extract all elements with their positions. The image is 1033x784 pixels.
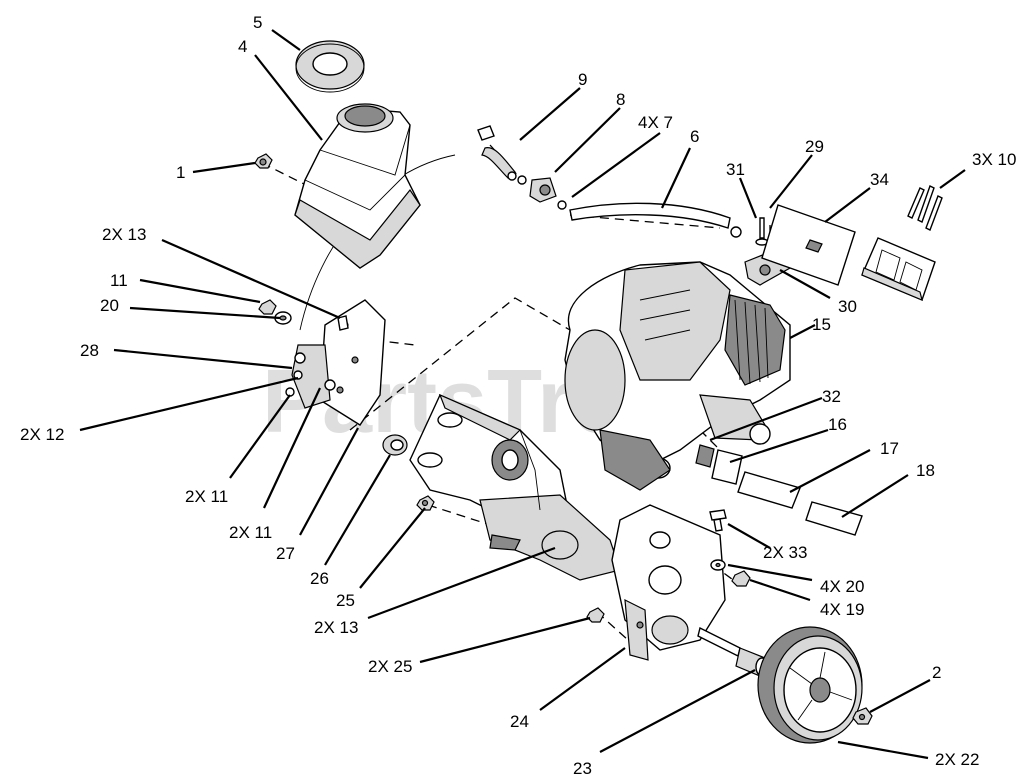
part-nut-1 xyxy=(254,153,273,169)
callout-2x22: 2X 22 xyxy=(935,750,979,769)
callout-2x11-right: 2X 11 xyxy=(229,523,272,542)
callout-2x13-upper: 2X 13 xyxy=(102,225,146,244)
part-air-cleaner-block xyxy=(861,237,936,302)
callout-30: 30 xyxy=(838,297,857,316)
part-nut-25 xyxy=(416,495,435,511)
callout-26: 26 xyxy=(310,569,329,588)
callout-2x11-left: 2X 11 xyxy=(185,487,228,506)
part-fuel-line-assembly xyxy=(477,125,742,238)
leader-lines xyxy=(79,29,966,760)
callout-16: 16 xyxy=(828,415,847,434)
callout-23: 23 xyxy=(573,759,592,778)
callout-25: 25 xyxy=(336,591,355,610)
callout-32: 32 xyxy=(822,387,841,406)
callout-2: 2 xyxy=(932,663,941,682)
part-decals xyxy=(695,444,863,536)
callout-3x10: 3X 10 xyxy=(972,150,1016,169)
callout-4: 4 xyxy=(238,37,247,56)
callout-17: 17 xyxy=(880,439,899,458)
callout-15: 15 xyxy=(812,315,831,334)
part-wheel xyxy=(757,626,863,744)
callout-5: 5 xyxy=(253,13,262,32)
callout-2x25: 2X 25 xyxy=(368,657,412,676)
callout-2x33: 2X 33 xyxy=(763,543,807,562)
part-side-plate-24 xyxy=(611,504,726,661)
callout-9: 9 xyxy=(578,70,587,89)
callout-4x19: 4X 19 xyxy=(820,600,864,619)
callout-8: 8 xyxy=(616,90,625,109)
callout-31: 31 xyxy=(726,160,745,179)
callout-2x13-lower: 2X 13 xyxy=(314,618,358,637)
callout-28: 28 xyxy=(80,341,99,360)
part-axle-23 xyxy=(697,626,769,677)
part-seal-ring xyxy=(295,40,365,93)
part-engine xyxy=(564,261,791,491)
callout-6: 6 xyxy=(690,127,699,146)
part-frame-housing xyxy=(409,393,621,581)
callout-4x7: 4X 7 xyxy=(638,113,673,132)
callout-24: 24 xyxy=(510,712,529,731)
part-fuel-tank xyxy=(294,103,421,269)
callout-4x20: 4X 20 xyxy=(820,577,864,596)
callout-2x12: 2X 12 xyxy=(20,425,64,444)
callout-11: 11 xyxy=(110,271,128,290)
callout-20: 20 xyxy=(100,296,119,315)
callout-27: 27 xyxy=(276,544,295,563)
part-spacer-26 xyxy=(382,434,408,456)
part-mount-plate-27 xyxy=(319,299,386,426)
part-small-hardware xyxy=(258,299,349,409)
callout-labels: 5 4 1 9 8 4X 7 6 29 31 3X 10 34 2X 13 11… xyxy=(20,13,1016,778)
part-bolt-33 xyxy=(709,509,751,587)
callout-34: 34 xyxy=(870,170,889,189)
callout-18: 18 xyxy=(916,461,935,480)
part-bolts-10 xyxy=(907,185,943,231)
callout-29: 29 xyxy=(805,137,824,156)
part-nut-2 xyxy=(852,707,873,725)
part-gasket-34 xyxy=(761,204,856,286)
callout-1: 1 xyxy=(176,163,185,182)
part-nut-2x25 xyxy=(586,607,605,623)
